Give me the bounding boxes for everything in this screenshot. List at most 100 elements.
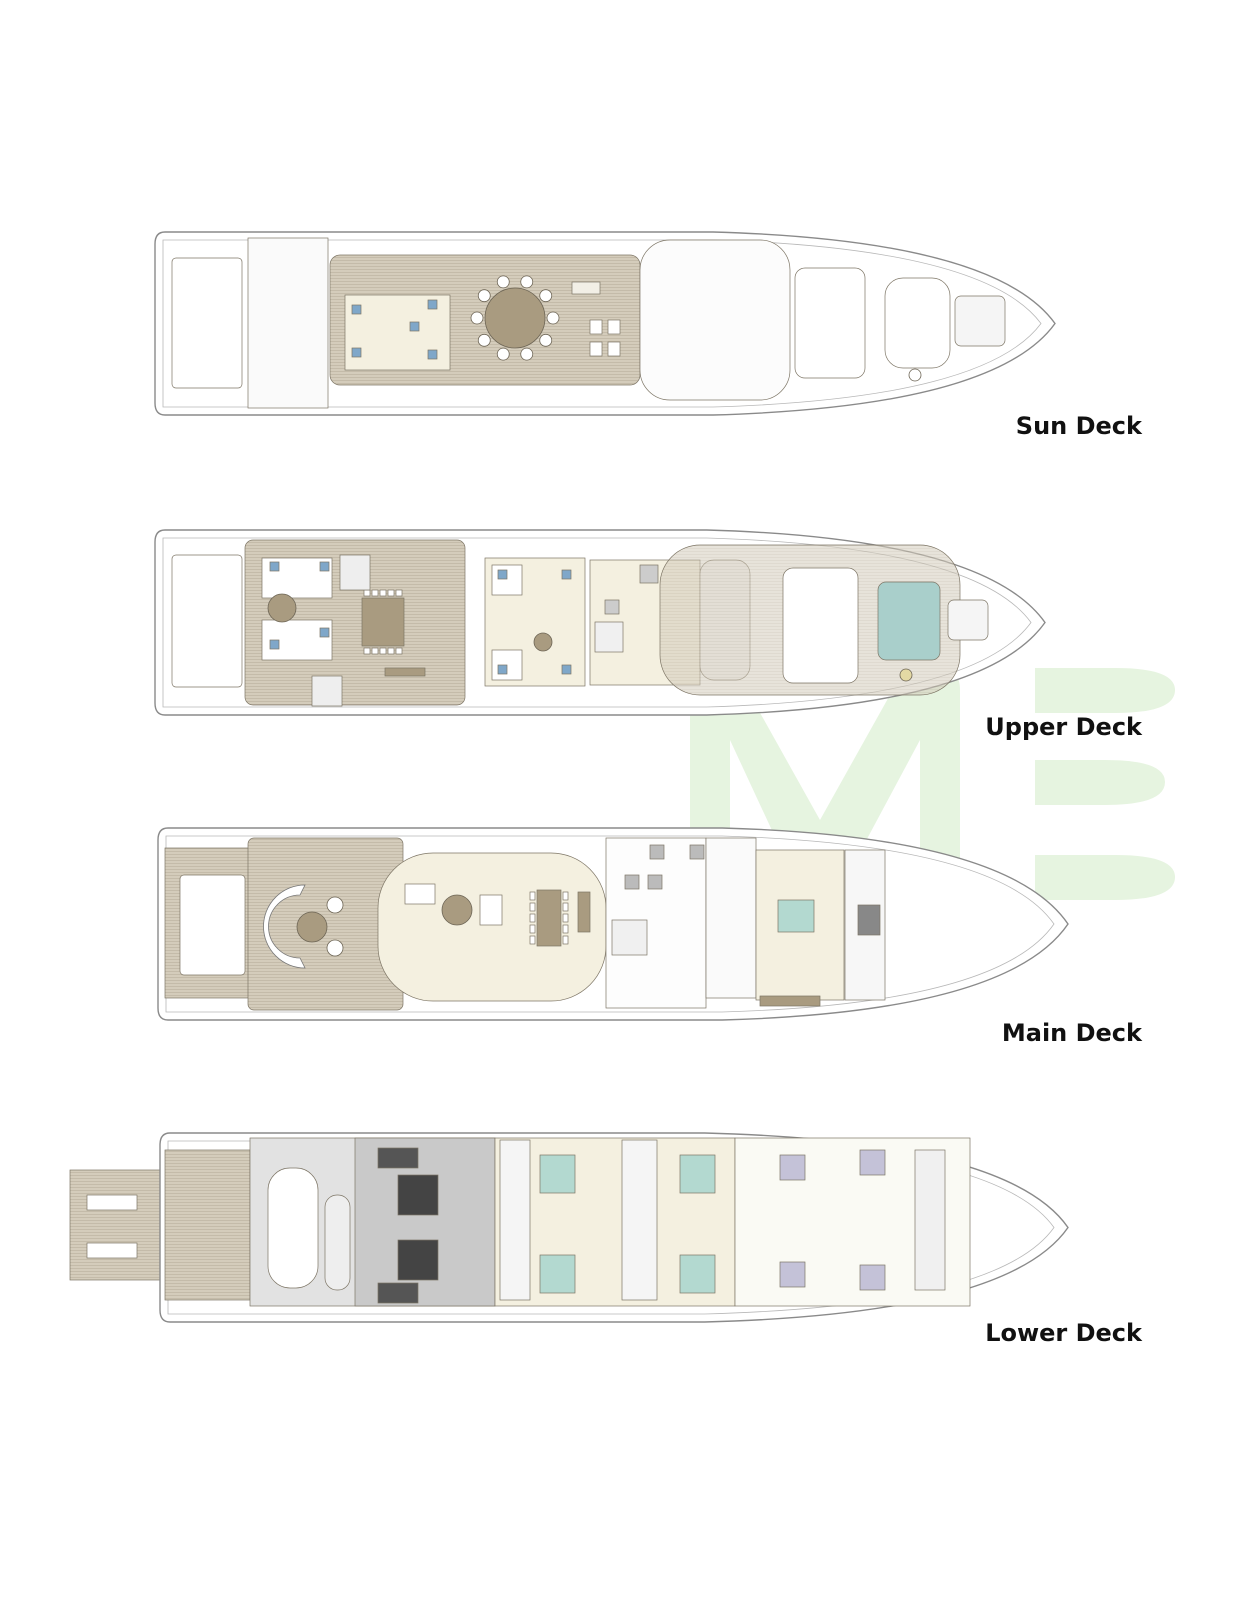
main-salon [377, 852, 607, 1002]
chair [520, 347, 534, 361]
chair [529, 924, 536, 934]
bar-stool [607, 341, 621, 357]
generator [377, 1282, 419, 1304]
aft-sunpad [171, 554, 243, 688]
chair [539, 289, 553, 303]
watermark-letter-e-bar [1035, 855, 1175, 900]
master-bed [777, 899, 815, 933]
chair [395, 589, 403, 597]
blue-cushion [319, 561, 330, 572]
blue-cushion [561, 664, 572, 675]
generator [377, 1147, 419, 1169]
round-dining-table [484, 287, 546, 349]
guest-bathroom [499, 1139, 531, 1301]
aft-teak-platform [164, 1149, 251, 1301]
curved-sofa [263, 884, 306, 969]
galley-appliance [647, 874, 663, 890]
foredeck-sunpad [782, 567, 859, 684]
chair [371, 589, 379, 597]
spiral-stairs [594, 621, 624, 653]
side-table [267, 593, 297, 623]
sun-deck-label: Sun Deck [1015, 412, 1142, 440]
sink [604, 599, 620, 615]
hull-inner-line [165, 835, 1055, 1013]
chair [379, 647, 387, 655]
upper-deck-plan [154, 529, 1046, 716]
chair [326, 896, 344, 914]
chair [395, 647, 403, 655]
bar-stool [589, 341, 603, 357]
galley-appliance [624, 874, 640, 890]
master-vanity [857, 904, 881, 936]
blue-cushion [269, 639, 280, 650]
crew-bunk [859, 1149, 886, 1176]
sofa [404, 883, 436, 905]
galley-appliance [649, 844, 665, 860]
upper-deck-label: Upper Deck [985, 713, 1142, 741]
salon-dining-table [536, 889, 562, 947]
windscreen-area [639, 239, 791, 401]
guest-bed [679, 1254, 716, 1294]
main-deck-label: Main Deck [1001, 1019, 1142, 1047]
chair [477, 333, 491, 347]
chair [477, 289, 491, 303]
main-deck-plan [157, 827, 1069, 1021]
chair [387, 589, 395, 597]
chair [363, 647, 371, 655]
watermark-logo [690, 668, 1175, 900]
blue-cushion [497, 569, 508, 580]
watermark-letter-e-bar [1035, 760, 1165, 805]
chair [562, 935, 569, 945]
chair [371, 647, 379, 655]
tender-boat [267, 1167, 319, 1289]
sofa [491, 564, 523, 596]
spiral-stairs [339, 554, 371, 591]
aft-deck-area [247, 237, 329, 409]
jet-ski [324, 1194, 351, 1291]
chair [379, 589, 387, 597]
lower-deck-label: Lower Deck [985, 1319, 1142, 1347]
sun-deck-plan [154, 231, 1056, 416]
stairs [571, 281, 601, 295]
chair [562, 902, 569, 912]
bench [384, 667, 426, 677]
fridge [639, 564, 659, 584]
crew-bunk [779, 1154, 806, 1181]
guest-bed [539, 1254, 576, 1294]
crew-bathroom [914, 1149, 946, 1291]
platform-step [86, 1242, 138, 1259]
chair [326, 939, 344, 957]
sofa [479, 894, 503, 926]
chair [520, 275, 534, 289]
sideboard [577, 891, 591, 933]
main-engine [397, 1174, 439, 1216]
chair [529, 913, 536, 923]
blue-cushion [427, 349, 438, 360]
galley-appliance [689, 844, 705, 860]
blue-cushion [351, 347, 362, 358]
jacuzzi [877, 581, 941, 661]
hull-inner-line [162, 239, 1042, 408]
dining-table [361, 597, 405, 647]
chair [470, 311, 484, 325]
spiral-stairs [611, 919, 648, 956]
bar-stool [589, 319, 603, 335]
crew-bunk [859, 1264, 886, 1291]
blue-cushion [409, 321, 420, 332]
chair [496, 347, 510, 361]
blue-cushion [497, 664, 508, 675]
bow-seating [884, 277, 951, 369]
chair [529, 935, 536, 945]
guest-bathroom [621, 1139, 658, 1301]
chair [562, 924, 569, 934]
bow-hatch [899, 668, 913, 682]
aft-sunpad [179, 874, 246, 976]
chair [546, 311, 560, 325]
chair [539, 333, 553, 347]
desk [759, 995, 821, 1007]
chair [387, 647, 395, 655]
blue-cushion [319, 627, 330, 638]
chair [562, 913, 569, 923]
blue-cushion [427, 299, 438, 310]
